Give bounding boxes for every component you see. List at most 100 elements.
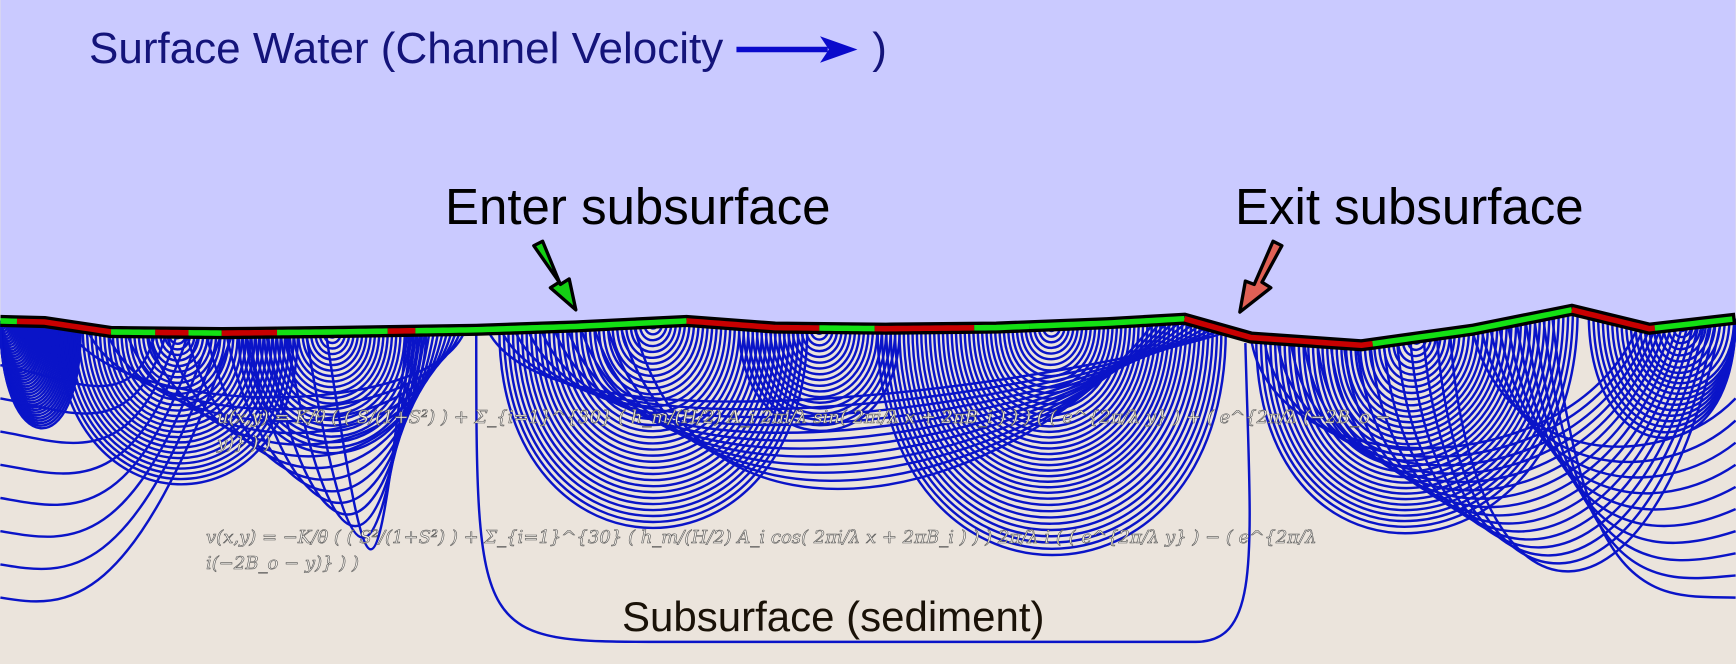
inflow-segment (1372, 307, 1573, 347)
streamline (159, 332, 196, 357)
streamline (1515, 320, 1736, 528)
streamline (963, 321, 1140, 439)
streamline (1028, 324, 1075, 355)
surface-water-title: Surface Water (Channel Velocity ) (89, 24, 887, 74)
streamline (760, 326, 879, 404)
streamline (1448, 320, 1723, 573)
outflow-segment (686, 318, 820, 331)
subsurface-label: Subsurface (sediment) (622, 593, 1045, 640)
streamline (1533, 317, 1736, 562)
streamline (786, 327, 852, 370)
streamline (309, 331, 355, 361)
streamline (1289, 327, 1656, 475)
v-velocity-equation: v(x,y) = −K/θ ( ( S²/(1+S²) ) + Σ_{i=1}^… (206, 527, 1317, 575)
streamline (1506, 322, 1736, 511)
streamline (924, 319, 1180, 489)
streamline (55, 323, 300, 486)
streamline (502, 327, 804, 523)
streamline (1340, 325, 1494, 435)
streamline (0, 332, 201, 507)
streamline (593, 322, 714, 402)
streamline (937, 319, 1167, 472)
streamline (1550, 313, 1736, 599)
streamline (538, 326, 768, 475)
streamline (1387, 333, 1447, 376)
streamline (1259, 310, 1575, 528)
outflow-segment (221, 329, 278, 336)
streamline (1497, 324, 1736, 495)
streamline (264, 330, 423, 516)
streamline (0, 332, 234, 603)
outflow-segment (1571, 307, 1656, 332)
streamline (1020, 324, 1084, 366)
u-velocity-equation: u(x,y) = K/θ ( ( S/(1+S²) ) + Σ_{i=1}^{3… (217, 407, 1391, 455)
inflow-segment (1654, 316, 1733, 331)
streamline (224, 330, 431, 493)
exit-subsurface-label: Exit subsurface (1235, 178, 1584, 235)
streamline (885, 327, 1219, 544)
streamline (244, 330, 427, 505)
inflow-segment (277, 328, 388, 336)
enter-arrow-icon (532, 239, 578, 312)
streamline (0, 332, 190, 475)
streamline (1524, 318, 1736, 544)
streamline (324, 330, 409, 551)
streamline (1262, 326, 1645, 458)
streamline (1249, 325, 1640, 450)
streamline (611, 321, 696, 378)
streamline (271, 331, 394, 411)
streamline (768, 327, 870, 393)
title-text: Surface Water (Channel Velocity (89, 24, 724, 73)
streamline (906, 321, 1197, 513)
streamline (1396, 334, 1438, 364)
streamline (1316, 326, 1668, 492)
streamline (737, 324, 901, 432)
streamline (1363, 330, 1471, 407)
streamline (1358, 329, 1475, 413)
streamline (280, 331, 385, 400)
streamline (915, 319, 1188, 500)
streamline (0, 332, 179, 445)
title-close-paren: ) (872, 24, 887, 73)
streamline (1288, 315, 1546, 495)
inflow-segment (1029, 315, 1185, 330)
streamline (258, 330, 407, 427)
streamline (0, 332, 223, 571)
streamline (602, 322, 705, 390)
streamline (928, 319, 1175, 483)
streamline (107, 331, 248, 423)
streamline (98, 330, 257, 433)
streamline (1587, 313, 1736, 439)
inflow-segment (415, 318, 687, 334)
streamline (898, 324, 1206, 525)
right-arrow-icon (736, 35, 858, 63)
streamline (1344, 326, 1490, 429)
streamline (632, 319, 1157, 491)
streamline (911, 320, 1193, 507)
streamline (498, 327, 809, 529)
sediment-water-interface (0, 303, 1736, 352)
outflow-segment (16, 318, 112, 335)
streamline (0, 332, 157, 388)
streamline (1302, 327, 1662, 484)
streamline (64, 325, 291, 475)
streamline (791, 327, 848, 364)
streamline (288, 331, 377, 389)
exit-arrow-icon (1238, 239, 1284, 314)
streamline (0, 332, 168, 415)
streamline (141, 332, 214, 379)
streamline (941, 320, 1162, 467)
streamline (1269, 311, 1565, 517)
inflow-segment (819, 325, 875, 332)
streamline (742, 325, 897, 427)
streamline (1342, 325, 1679, 509)
streamline (1395, 322, 1701, 541)
streamline (795, 327, 843, 359)
streamline (262, 330, 402, 422)
streamline (1488, 326, 1736, 479)
streamline (1349, 327, 1485, 424)
streamline (275, 331, 389, 405)
streamline (967, 321, 1136, 434)
streamline (950, 320, 1154, 456)
surface-water-region (0, 0, 1736, 346)
